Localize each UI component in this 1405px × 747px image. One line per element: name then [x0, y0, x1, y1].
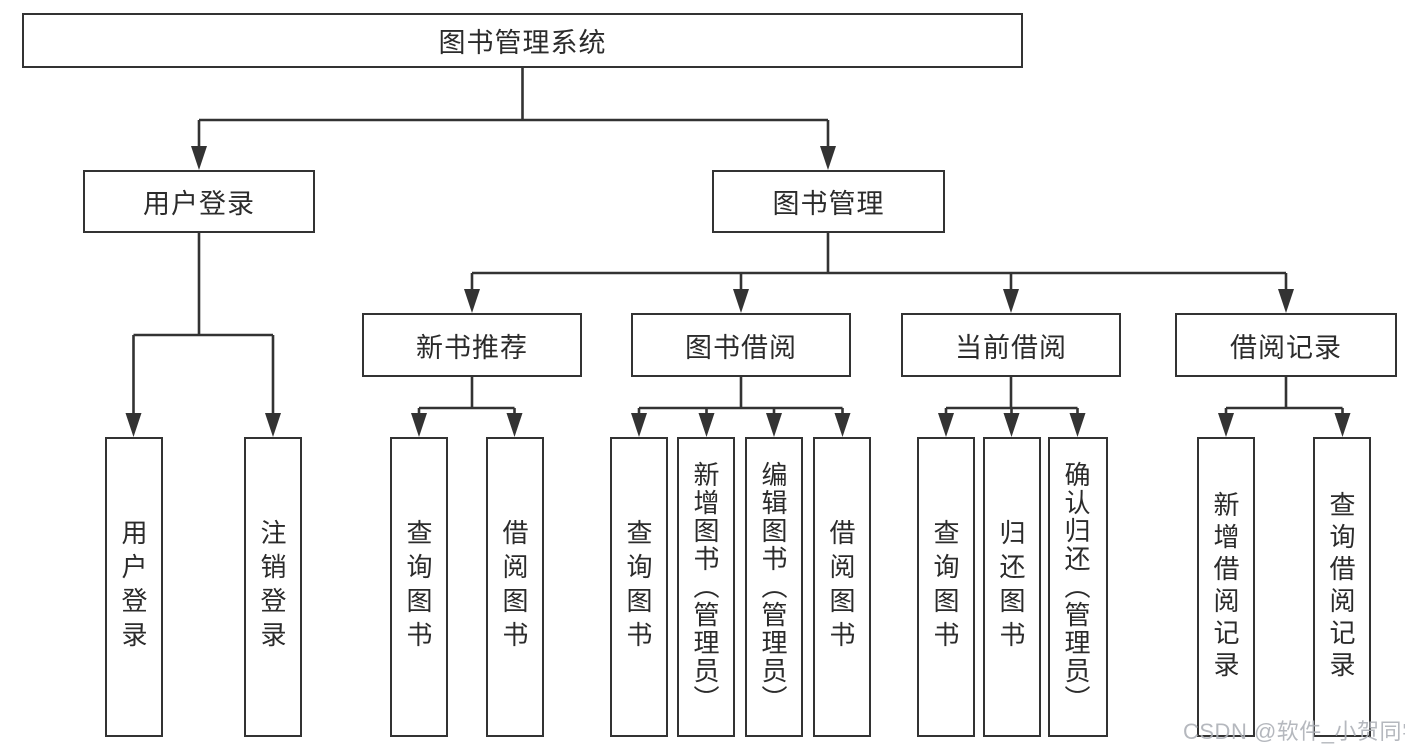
leaf-query-borrow-record: 查询借阅记录: [1313, 437, 1371, 737]
leaf-return-books: 归还图书: [983, 437, 1041, 737]
node-book-borrowing: 图书借阅: [631, 313, 851, 377]
leaf-borrow-books-recommend: 借阅图书: [486, 437, 544, 737]
leaf-logout-login: 注销登录: [244, 437, 302, 737]
leaf-add-books-admin: 新增图书（管理员）: [677, 437, 735, 737]
csdn-watermark: CSDN @软件_小贺同学: [1183, 719, 1405, 744]
leaf-add-borrow-record: 新增借阅记录: [1197, 437, 1255, 737]
leaf-borrow-books-borrow: 借阅图书: [813, 437, 871, 737]
node-book-management: 图书管理: [712, 170, 945, 233]
node-new-book-recommend: 新书推荐: [362, 313, 582, 377]
leaf-query-books-current: 查询图书: [917, 437, 975, 737]
leaf-query-books-borrow: 查询图书: [610, 437, 668, 737]
node-borrowing-records: 借阅记录: [1175, 313, 1397, 377]
node-current-borrowing: 当前借阅: [901, 313, 1121, 377]
leaf-confirm-return-admin: 确认归还（管理员）: [1048, 437, 1108, 737]
node-user-login: 用户登录: [83, 170, 315, 233]
leaf-user-login: 用户登录: [105, 437, 163, 737]
leaf-query-books-recommend: 查询图书: [390, 437, 448, 737]
node-library-system-root: 图书管理系统: [22, 13, 1023, 68]
leaf-edit-books-admin: 编辑图书（管理员）: [745, 437, 803, 737]
